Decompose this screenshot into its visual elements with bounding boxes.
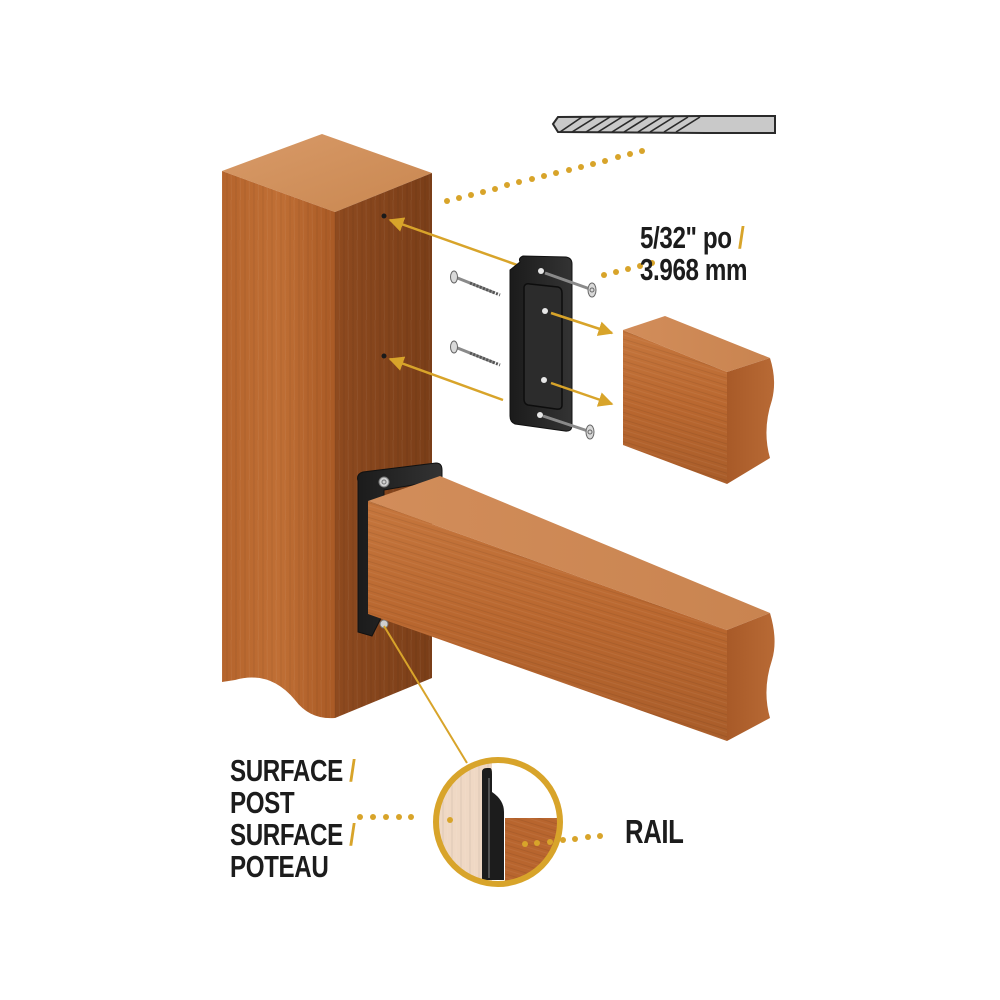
detail-callout-circle [433, 757, 563, 887]
post-label-fr: POTEAU [230, 849, 329, 884]
drill-size-metric: 3.968 mm [640, 252, 748, 287]
bracket-exploded [509, 255, 573, 432]
surface-label-fr: SURFACE [230, 817, 343, 852]
rail-end-block [623, 316, 775, 484]
label-slash: / [349, 817, 356, 852]
post [222, 134, 432, 719]
pilot-hole-bottom [381, 353, 387, 359]
screw-icon [450, 270, 501, 297]
rail-leader-dots [522, 833, 603, 847]
pilot-hole-top [381, 213, 387, 219]
surface-post-label: SURFACE / POST SURFACE / POTEAU [230, 753, 356, 884]
rail-installed [368, 476, 775, 741]
post-arrows [388, 217, 521, 402]
surface-leader-dots [357, 814, 453, 823]
rail-arrows [550, 311, 614, 407]
label-slash: / [349, 753, 356, 788]
drill-bit-icon [551, 115, 776, 134]
drill-size-leader-dots [601, 260, 655, 278]
rail-label: RAIL [625, 813, 684, 850]
screw-icon [542, 414, 595, 440]
label-slash: / [738, 220, 745, 255]
drill-size-imperial: 5/32" po [640, 220, 732, 255]
surface-label-en: SURFACE [230, 753, 343, 788]
post-label-en: POST [230, 785, 295, 820]
drill-leader-dots [444, 148, 645, 204]
detail-leader-line [383, 625, 468, 764]
screw-icon [450, 340, 501, 367]
drill-size-label: 5/32" po / 3.968 mm [640, 220, 748, 287]
screw-icon [544, 271, 597, 298]
